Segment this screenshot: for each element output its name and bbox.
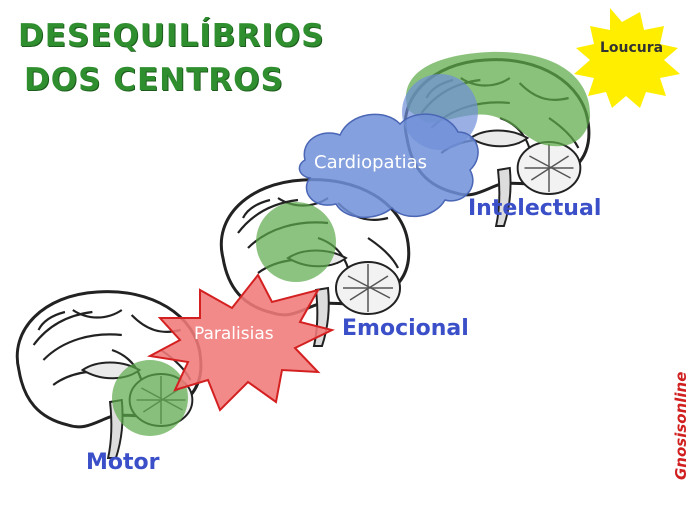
cardiopatias-cloud [298, 113, 479, 219]
label-cardiopatias: Cardiopatias [314, 152, 428, 173]
label-intelectual: Intelectual [468, 196, 602, 221]
title-line-1: DESEQUILÍBRIOS [18, 18, 325, 54]
label-loucura: Loucura [600, 40, 664, 56]
label-motor: Motor [86, 450, 160, 475]
title-line-2: DOS CENTROS [24, 62, 284, 98]
label-emocional: Emocional [342, 316, 469, 341]
label-paralisias: Paralisias [194, 324, 274, 344]
loucura-sun [574, 8, 680, 108]
paralisias-burst [146, 273, 335, 412]
page-title: DESEQUILÍBRIOS DOS CENTROS [18, 14, 324, 102]
emocional-center [256, 202, 336, 282]
motor-center [112, 360, 188, 436]
intelectual-cortex [405, 51, 591, 147]
watermark: Gnosisonline [672, 371, 690, 480]
